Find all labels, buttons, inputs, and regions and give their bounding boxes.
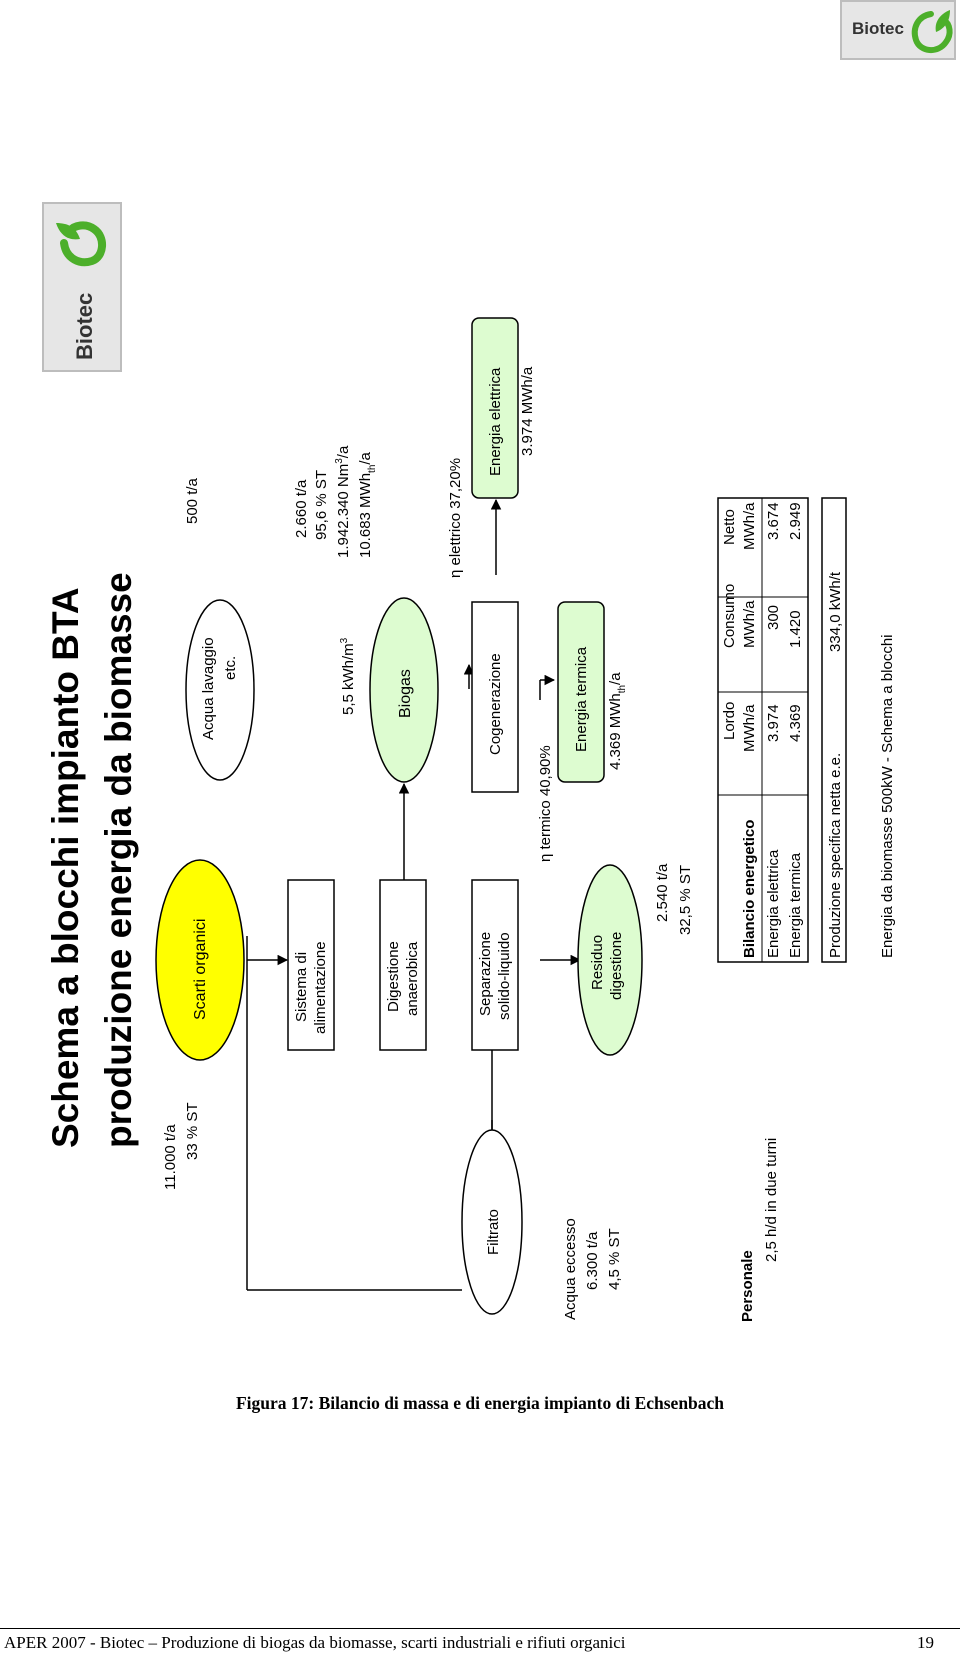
figure-caption: Figura 17: Bilancio di massa e di energi… xyxy=(235,1393,725,1413)
specific-production-value: 334,0 kWh/t xyxy=(827,571,844,652)
page-number: 19 xyxy=(917,1633,934,1652)
node-sistema-label-2: alimentazione xyxy=(312,941,329,1034)
node-residuo-label-1: Residuo xyxy=(589,935,606,990)
node-sistema-label-1: Sistema di xyxy=(293,952,310,1022)
leaf-logo-icon xyxy=(911,10,953,53)
node-scarti-label: Scarti organici xyxy=(192,919,209,1020)
output-qty-label: 2.660 t/a xyxy=(293,479,310,538)
table-header-lordo: Lordo xyxy=(721,702,738,740)
node-digestione-label-1: Digestione xyxy=(385,941,402,1012)
table-row2-consumo: 1.420 xyxy=(787,610,804,648)
header-biotec-logo: Biotec xyxy=(840,0,956,60)
slide-biotec-logo: Biotec xyxy=(42,202,122,372)
node-filtrato xyxy=(461,1129,523,1315)
table-header-consumo: Consumo xyxy=(721,584,738,648)
residuo-st-label: 32,5 % ST xyxy=(677,865,694,935)
slide-caption: Energia da biomasse 500kW - Schema a blo… xyxy=(879,635,896,959)
logo-wordmark: Biotec xyxy=(852,19,904,38)
table-row1-lordo: 3.974 xyxy=(765,704,782,742)
slide-title-line2: produzione energia da biomasse xyxy=(98,572,139,1148)
energia-termica-value: 4.369 MWhth/a xyxy=(607,672,628,770)
output-st-label: 95,6 % ST xyxy=(313,470,330,540)
node-digestione-anaerobica xyxy=(379,879,427,1051)
specific-production-label: Produzione specifica netta e.e. xyxy=(827,753,844,958)
footer-rule xyxy=(0,1628,960,1629)
node-residuo-label-2: digestione xyxy=(608,932,625,1000)
node-cogenerazione xyxy=(471,601,519,793)
node-sistema-alimentazione xyxy=(287,879,335,1051)
output-energy-label: 10.683 MWhth/a xyxy=(357,451,378,558)
balance-table: Bilancio energetico Lordo Consumo Netto … xyxy=(717,497,809,963)
table-header-netto: Netto xyxy=(721,509,738,545)
node-filtrato-label: Filtrato xyxy=(485,1209,502,1255)
specific-production-box: Produzione specifica netta e.e. 334,0 kW… xyxy=(821,497,847,963)
table-row1-label: Energia elettrica xyxy=(765,849,782,958)
table-unit-lordo: MWh/a xyxy=(741,704,758,752)
eta-elettrico-label: η elettrico 37,20% xyxy=(447,458,464,578)
biogas-yield-label: 5,5 kWh/m3 xyxy=(339,637,357,715)
residuo-qty-label: 2.540 t/a xyxy=(654,863,671,922)
node-energia-elettrica xyxy=(471,317,519,499)
table-row1-consumo: 300 xyxy=(765,605,782,630)
node-energia-elettrica-label: Energia elettrica xyxy=(487,367,504,476)
table-row1-netto: 3.674 xyxy=(765,502,782,540)
output-biogas-volume-label: 1.942.340 Nm3/a xyxy=(334,445,352,558)
node-residuo-digestione xyxy=(577,864,643,1056)
node-digestione-label-2: anaerobica xyxy=(404,941,421,1016)
node-biogas-label: Biogas xyxy=(397,669,414,718)
node-cogenerazione-label: Cogenerazione xyxy=(487,653,504,755)
table-header-bilancio: Bilancio energetico xyxy=(741,820,758,958)
input-st-label: 33 % ST xyxy=(184,1102,201,1160)
input-qty-label: 11.000 t/a xyxy=(162,1124,179,1190)
acqua-eccesso-label-1: Acqua eccesso xyxy=(562,1218,579,1320)
personale-value: 2,5 h/d in due turni xyxy=(763,1138,780,1262)
node-separazione-label-1: Separazione xyxy=(477,932,494,1016)
table-unit-netto: MWh/a xyxy=(741,502,758,550)
slide-leaf-icon xyxy=(56,221,106,267)
node-acqua-lavaggio xyxy=(185,599,255,781)
slide-logo-wordmark: Biotec xyxy=(72,293,97,360)
table-unit-consumo: MWh/a xyxy=(741,600,758,648)
acqua-qty-label: 500 t/a xyxy=(184,477,201,524)
table-row2-label: Energia termica xyxy=(787,852,804,958)
acqua-eccesso-label-2: 6.300 t/a xyxy=(584,1231,601,1290)
acqua-eccesso-label-3: 4,5 % ST xyxy=(606,1228,623,1290)
node-energia-termica xyxy=(557,601,605,783)
slide-title-line1: Schema a blocchi impianto BTA xyxy=(45,587,86,1148)
table-row2-lordo: 4.369 xyxy=(787,704,804,742)
node-separazione-label-2: solido-liquido xyxy=(496,932,513,1020)
node-energia-termica-label: Energia termica xyxy=(573,646,590,752)
table-row2-netto: 2.949 xyxy=(787,502,804,540)
block-diagram-figure: Biotec Schema a blocchi impianto BTA pro… xyxy=(42,202,896,1322)
node-scarti-organici xyxy=(155,859,245,1061)
personale-heading: Personale xyxy=(739,1250,756,1322)
node-biogas xyxy=(369,597,439,783)
node-separazione xyxy=(471,879,519,1051)
eta-termico-label: η termico 40,90% xyxy=(537,745,554,862)
node-acqua-label-1: Acqua lavaggio xyxy=(200,637,217,740)
energia-elettrica-value: 3.974 MWh/a xyxy=(519,366,536,456)
node-acqua-label-2: etc. xyxy=(222,656,239,680)
footer-text: APER 2007 - Biotec – Produzione di bioga… xyxy=(4,1633,626,1652)
